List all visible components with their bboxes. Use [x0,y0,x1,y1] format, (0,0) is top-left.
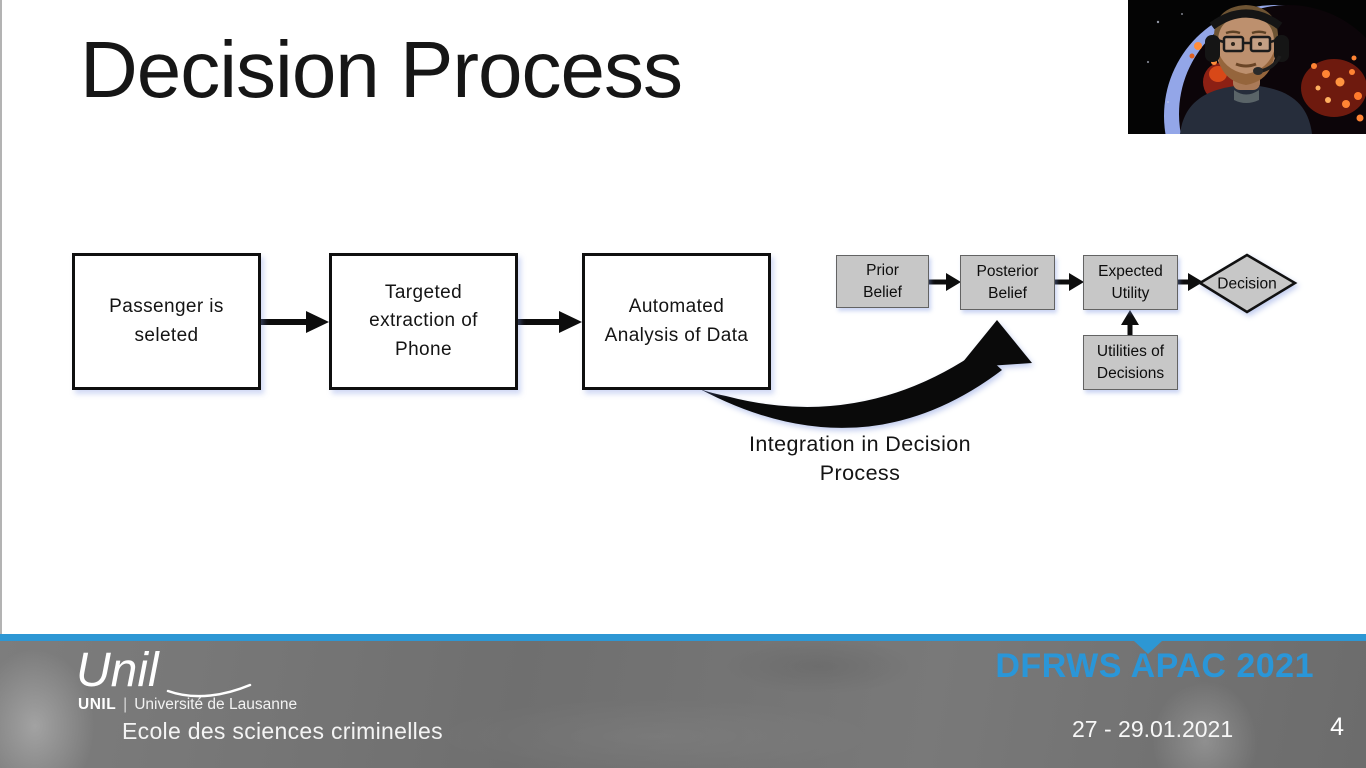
footer-accent-line [0,634,1366,641]
flowchart-connectors: Decision [261,253,1298,428]
webcam-scene [1128,0,1366,227]
flow-box-passenger-selected: Passenger is seleted [72,253,261,390]
presenter-face [1215,8,1277,82]
integration-label: Integration in Decision Process [749,432,971,486]
presenter-eye-left [1231,42,1235,46]
unil-separator: | [123,696,128,713]
footer-bar: Unil UNIL | Université de Lausanne Ecole… [0,634,1366,768]
university-name: Université de Lausanne [134,696,298,713]
integration-curved-arrow [698,320,1032,428]
school-name: Ecole des sciences criminelles [122,718,443,744]
unil-acronym: UNIL [78,696,117,713]
belief-arrow-3 [1178,273,1203,291]
belief-arrow-1 [929,273,961,291]
decision-diamond: Decision [1197,253,1298,314]
headset-band [1209,9,1283,30]
conference-dates: 27 - 29.01.2021 [1072,716,1234,742]
presenter-figure [1180,5,1312,134]
headset-mic-tip [1253,67,1263,75]
box-utilities-of-decisions: Utilities of Decisions [1083,335,1178,390]
university-line: UNIL | Université de Lausanne [78,696,297,714]
flow-box-automated-analysis: Automated Analysis of Data [582,253,771,390]
belief-box-prior: Prior Belief [836,255,929,308]
flow-arrow-2 [517,311,582,333]
belief-box-expected-utility: Expected Utility [1083,255,1178,310]
presenter-eye-right [1258,42,1262,46]
presenter-webcam [1128,0,1366,227]
unil-logo-script: Unil [76,644,160,697]
headset-mic-boom [1260,55,1282,73]
presenter-mouth [1235,62,1257,68]
headset-earcup-right [1274,35,1289,62]
flow-box-targeted-extraction: Targeted extraction of Phone [329,253,518,390]
utilities-up-arrow [1121,310,1139,336]
flow-arrow-1 [261,311,329,333]
presenter-beard [1217,48,1275,85]
belief-box-posterior: Posterior Belief [960,255,1055,310]
presenter-shirt [1234,90,1259,103]
unil-logo-swash [166,683,252,698]
slide-title: Decision Process [80,25,683,114]
presenter-eyebrow-right [1251,30,1267,35]
screen-left-edge [0,0,2,634]
belief-arrow-2 [1055,273,1084,291]
unil-logo: Unil [76,644,252,698]
slide-page-number: 4 [1330,713,1344,741]
footer-chalkboard [0,641,1366,768]
presenter-hoodie [1180,85,1312,134]
footer-accent-triangle [1134,641,1162,654]
headset-earcup-left [1205,35,1220,62]
decision-diamond-label: Decision [1217,276,1276,293]
presenter-eyebrow-left [1225,30,1241,35]
